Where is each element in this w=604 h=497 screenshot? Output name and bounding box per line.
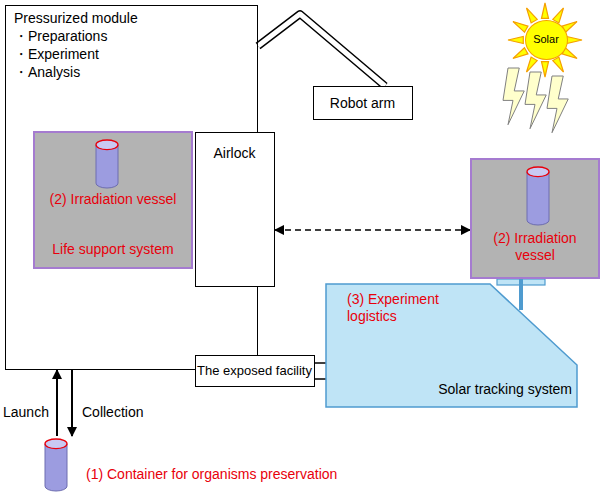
node-text: ・Analysis xyxy=(14,64,214,81)
cylinder-icon xyxy=(526,166,550,226)
sun-ray xyxy=(513,48,528,59)
node-text: ・Experiment xyxy=(14,46,214,63)
sun-ray xyxy=(527,57,538,72)
lightning-bolts xyxy=(503,68,568,133)
sun-circle: Solar xyxy=(525,20,568,60)
node-text: Solar tracking system xyxy=(420,381,572,398)
node-title: The exposed facility xyxy=(196,363,313,379)
lightning-bolt xyxy=(525,72,546,129)
sun-ray xyxy=(541,3,548,18)
node-title: Airlock xyxy=(196,145,273,162)
node-title: (3) Experiment logistics xyxy=(347,291,457,325)
sun-ray xyxy=(553,57,564,72)
preservation-container: (1) Container for organisms preservation xyxy=(44,438,68,492)
node-text: ・Preparations xyxy=(14,28,214,45)
lightning-bolt xyxy=(547,76,568,133)
connector xyxy=(315,379,327,380)
sun-ray xyxy=(508,36,523,43)
node-text: Life support system xyxy=(38,241,188,258)
node-title: Solar xyxy=(526,33,566,46)
irradiation-vessel-box: (2) Irradiation vessel xyxy=(470,158,600,279)
node-title: (2) Irradiation vessel xyxy=(43,191,183,208)
robot-arm xyxy=(258,14,385,86)
connector xyxy=(72,370,73,436)
sun-ray xyxy=(541,62,548,77)
node-title: Robot arm xyxy=(314,95,411,112)
lightning-bolt xyxy=(503,68,524,125)
cylinder-icon xyxy=(95,139,119,189)
edge-label: Launch xyxy=(1,404,51,421)
sun-ray xyxy=(513,22,528,33)
cylinder-icon xyxy=(44,438,68,492)
node-title: (1) Container for organisms preservation xyxy=(86,466,386,483)
connector xyxy=(315,363,327,364)
node-title: Pressurized module xyxy=(14,10,214,27)
sun-ray xyxy=(567,36,582,43)
sun-ray xyxy=(527,8,538,23)
solar-tracking-system: (3) Experiment logisticsSolar tracking s… xyxy=(325,283,578,408)
edge-label: Collection xyxy=(80,404,145,421)
connector xyxy=(275,230,470,231)
connector xyxy=(521,279,522,310)
airlock-box: Airlock xyxy=(195,132,275,287)
node-title: (2) Irradiation vessel xyxy=(480,230,590,264)
robot-arm-box: Robot arm xyxy=(313,86,413,120)
connector xyxy=(57,370,58,436)
irradiation-vessel-box: (2) Irradiation vesselLife support syste… xyxy=(33,131,193,269)
exposed-facility-box: The exposed facility xyxy=(195,355,315,387)
sun-rays xyxy=(508,3,582,77)
